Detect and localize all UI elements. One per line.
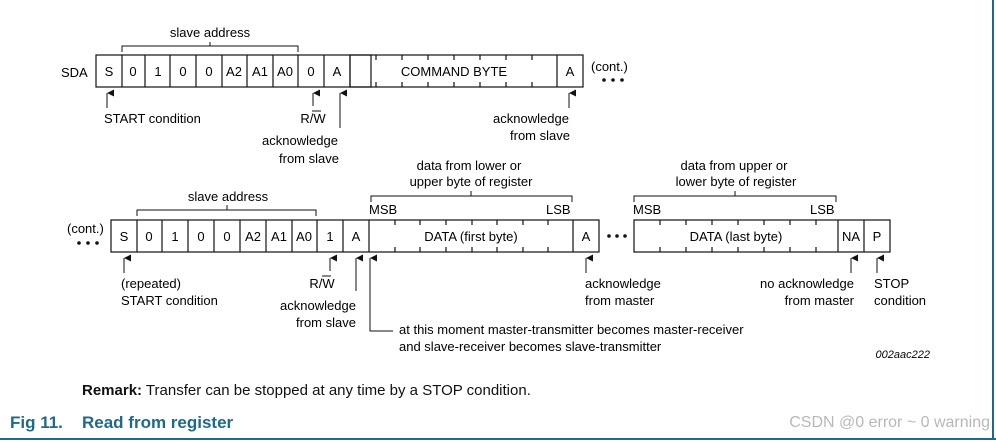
ellipsis-dots-2 — [77, 241, 99, 245]
cell-bit-2: A2 — [245, 229, 261, 244]
row2-frame — [110, 219, 891, 253]
cell-bit-1: 0 — [179, 64, 186, 79]
ack-slave-label-1: acknowledge — [262, 133, 338, 148]
cell-bit-2: A0 — [296, 229, 312, 244]
figure-id: 002aac222 — [876, 349, 930, 361]
cell-bit-2: 1 — [171, 229, 178, 244]
cell-p: P — [873, 229, 882, 244]
watermark: CSDN @0 error ~ 0 warning — [789, 414, 990, 431]
remark-label: Remark: — [82, 382, 143, 399]
stop-condition-label: condition — [874, 293, 926, 308]
moment-label: at this moment master-transmitter become… — [399, 322, 744, 337]
sda-label: SDA — [61, 65, 88, 80]
cell-bit-1: A1 — [252, 64, 268, 79]
ellipsis-dots-3 — [607, 234, 627, 238]
data-braces — [136, 191, 837, 216]
cell-ack-3: A — [352, 229, 361, 244]
stop-label: STOP — [874, 276, 909, 291]
moment-label-b: and slave-receiver becomes slave-transmi… — [399, 339, 662, 354]
msb-label-1: MSB — [369, 202, 397, 217]
cell-bit-2: A1 — [271, 229, 287, 244]
frame-bottom-border — [0, 438, 996, 440]
cell-ack-4: A — [582, 229, 591, 244]
cont-label-2: (cont.) — [67, 221, 104, 236]
cell-bit-1: 0 — [205, 64, 212, 79]
remark-text: Transfer can be stopped at any time by a… — [142, 382, 531, 399]
arrow-moment — [369, 254, 393, 332]
cell-ack-1: A — [333, 64, 342, 79]
slave-address-brace-1 — [121, 42, 299, 52]
cell-na: NA — [842, 229, 860, 244]
ack-slave-label-2: acknowledge — [493, 111, 569, 126]
ack-master-label: acknowledge — [585, 276, 661, 291]
command-byte-label: COMMAND BYTE — [401, 64, 508, 79]
lsb-label-1: LSB — [546, 202, 571, 217]
caption-number: Fig 11. — [10, 413, 63, 432]
ack-slave-label-3b: from slave — [296, 315, 356, 330]
data-lower-upper-label-b: upper byte of register — [410, 174, 534, 189]
figure-caption: Fig 11. Read from register — [10, 413, 233, 433]
repeated-label: (repeated) — [121, 276, 181, 291]
rw-label-2: R/W — [309, 276, 335, 291]
lsb-label-2: LSB — [810, 202, 835, 217]
frame-right-border — [992, 0, 994, 438]
remark: Remark: Transfer can be stopped at any t… — [82, 382, 531, 399]
cont-label-1: (cont.) — [591, 59, 628, 74]
ellipsis-dots-1 — [602, 78, 624, 82]
data-upper-lower-label: data from upper or — [681, 158, 789, 173]
no-ack-master-label-b: from master — [785, 293, 855, 308]
data-first-byte-label: DATA (first byte) — [424, 229, 517, 244]
cell-bit-2: 0 — [145, 229, 152, 244]
ack-slave-label-1b: from slave — [279, 151, 339, 166]
cell-bit-2: 0 — [197, 229, 204, 244]
row1-frame — [95, 54, 584, 88]
cell-ack-2: A — [566, 64, 575, 79]
cell-bit-2: 0 — [223, 229, 230, 244]
no-ack-master-label: no acknowledge — [760, 276, 854, 291]
ack-slave-label-2b: from slave — [510, 128, 570, 143]
slave-address-label-1: slave address — [170, 25, 251, 40]
cell-bit-1: A2 — [226, 64, 242, 79]
start-condition-label-1: START condition — [104, 111, 201, 126]
cell-bit-1: 1 — [154, 64, 161, 79]
read-register-diagram: SDA slave address S 0 1 0 0 A2 — [61, 25, 930, 361]
ack-master-label-b: from master — [585, 293, 655, 308]
cell-s-1: S — [105, 64, 114, 79]
data-upper-lower-label-b: lower byte of register — [676, 174, 797, 189]
cell-s-2: S — [120, 229, 129, 244]
cell-bit-1: A0 — [277, 64, 293, 79]
repeated-start-label: START condition — [121, 293, 218, 308]
slave-address-label-2: slave address — [188, 189, 269, 204]
cell-rw-1: 0 — [307, 64, 314, 79]
caption-title: Read from register — [82, 413, 234, 432]
msb-label-2: MSB — [633, 202, 661, 217]
data-last-byte-label: DATA (last byte) — [690, 229, 783, 244]
ack-slave-label-3: acknowledge — [280, 298, 356, 313]
cell-bit-1: 0 — [129, 64, 136, 79]
cell-rw-2: 1 — [326, 229, 333, 244]
data-lower-upper-label: data from lower or — [417, 158, 522, 173]
rw-label-1: R/W — [300, 111, 326, 126]
